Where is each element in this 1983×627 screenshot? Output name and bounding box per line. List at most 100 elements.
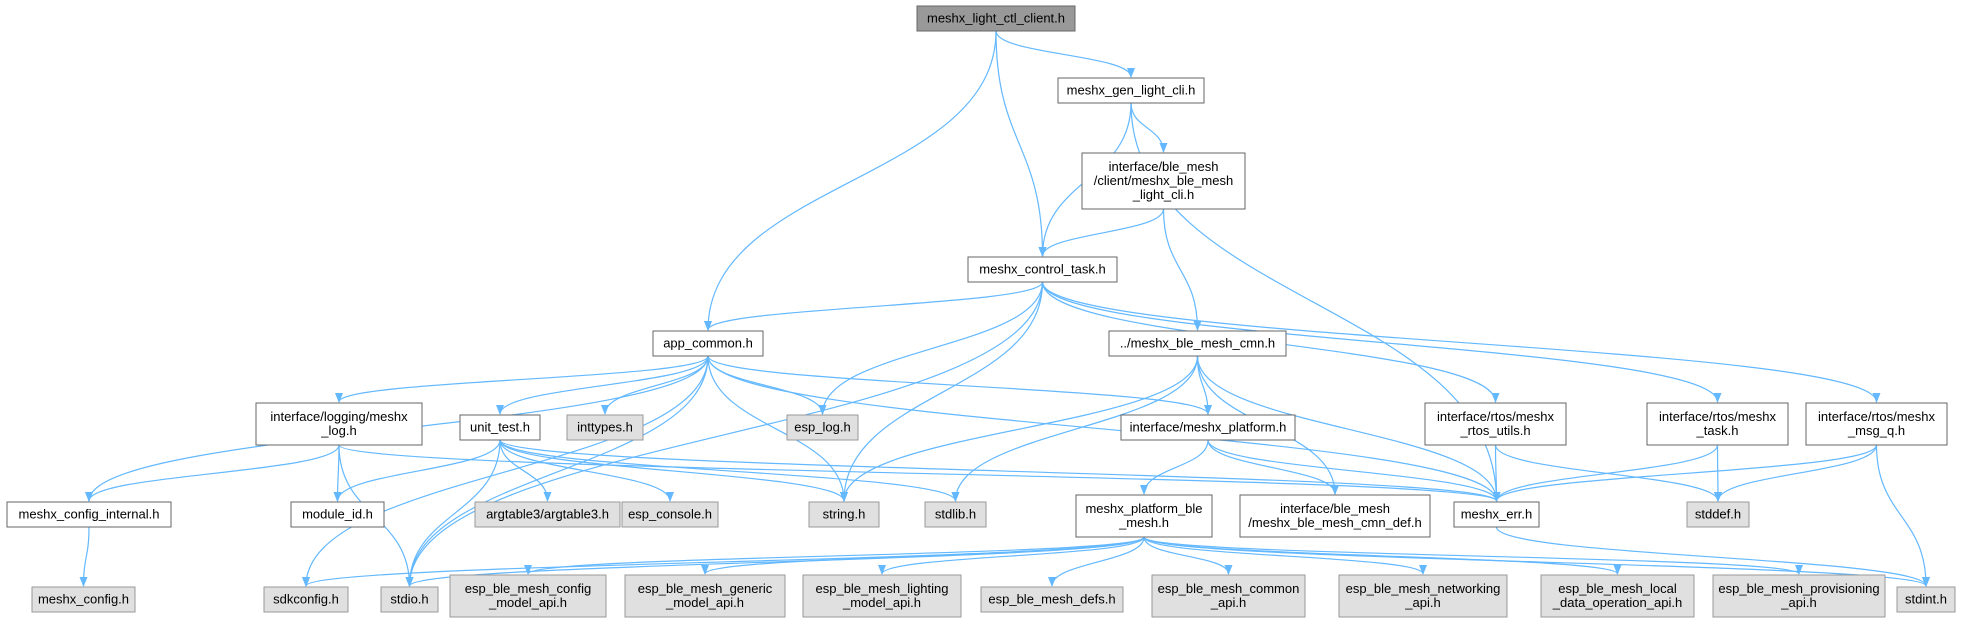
file-node-box [290, 501, 385, 528]
file-node-box [1075, 494, 1213, 538]
include-edge [499, 439, 1501, 502]
file-node-box [967, 256, 1118, 283]
file-node-box [1338, 574, 1508, 618]
include-edge [405, 355, 709, 587]
file-node-label: esp_ble_mesh_provisioning [1718, 581, 1879, 596]
file-node-stddef[interactable]: stddef.h [1686, 501, 1750, 528]
file-node-control-task[interactable]: meshx_control_task.h [967, 256, 1118, 283]
file-node-label: _mesh.h [1118, 515, 1169, 530]
file-node-cmn-def[interactable]: interface/ble_mesh/meshx_ble_mesh_cmn_de… [1239, 494, 1431, 538]
file-node-stdio[interactable]: stdio.h [380, 586, 439, 613]
file-node-label: stddef.h [1695, 507, 1741, 522]
file-node-label: _task.h [1696, 423, 1739, 438]
file-node-lighting-model[interactable]: esp_ble_mesh_lighting_model_api.h [802, 574, 962, 618]
file-node-label: ../meshx_ble_mesh_cmn.h [1120, 336, 1275, 351]
file-node-box [1540, 574, 1695, 618]
file-node-label: _log.h [320, 423, 356, 438]
file-node-generic-model[interactable]: esp_ble_mesh_generic_model_api.h [624, 574, 786, 618]
include-edge [85, 444, 340, 502]
file-node-box [1646, 402, 1789, 446]
include-edge [1207, 439, 1501, 502]
include-edge [878, 536, 1145, 575]
file-node-box [621, 501, 719, 528]
include-edge [1492, 444, 1719, 502]
file-node-box [474, 501, 621, 528]
include-edge [1048, 536, 1145, 587]
file-node-box [1108, 330, 1287, 357]
file-node-box [924, 501, 987, 528]
file-node-argtable3[interactable]: argtable3/argtable3.h [474, 501, 621, 528]
file-node-label: /meshx_ble_mesh_cmn_def.h [1248, 515, 1421, 530]
file-node-box [31, 586, 136, 613]
file-node-label: unit_test.h [470, 420, 530, 435]
include-edge [704, 30, 997, 331]
file-node-ble-light-cli[interactable]: interface/ble_mesh/client/meshx_ble_mesh… [1081, 152, 1246, 210]
file-node-box [1686, 501, 1750, 528]
include-edge [335, 355, 709, 403]
file-node-logging[interactable]: interface/logging/meshx_log.h [255, 402, 423, 446]
file-node-label: interface/rtos/meshx [1818, 409, 1936, 424]
file-node-rtos-utils[interactable]: interface/rtos/meshx_rtos_utils.h [1424, 402, 1567, 446]
file-node-stdlib[interactable]: stdlib.h [924, 501, 987, 528]
file-node-label: _model_api.h [665, 595, 744, 610]
file-node-label: esp_console.h [628, 507, 712, 522]
file-node-config-model[interactable]: esp_ble_mesh_config_model_api.h [449, 574, 607, 618]
file-node-esp-log[interactable]: esp_log.h [786, 414, 859, 441]
file-node-stdint[interactable]: stdint.h [1896, 586, 1956, 613]
include-edge [499, 439, 848, 502]
file-node-defs[interactable]: esp_ble_mesh_defs.h [980, 586, 1124, 613]
file-node-box [263, 586, 349, 613]
file-node-label: _model_api.h [842, 595, 921, 610]
file-node-esp-console[interactable]: esp_console.h [621, 501, 719, 528]
file-node-label: _light_cli.h [1132, 187, 1194, 202]
file-node-config-internal[interactable]: meshx_config_internal.h [6, 501, 172, 528]
file-node-msg-q[interactable]: interface/rtos/meshx_msg_q.h [1805, 402, 1948, 446]
file-node-box [459, 414, 541, 441]
file-node-label: _api.h [1404, 595, 1440, 610]
file-node-label: meshx_platform_ble [1085, 501, 1202, 516]
include-edge [601, 355, 709, 415]
file-node-label: _api.h [1210, 595, 1246, 610]
include-edge [840, 281, 1044, 502]
file-node-module-id[interactable]: module_id.h [290, 501, 385, 528]
file-node-label: _api.h [1780, 595, 1816, 610]
file-node-platform[interactable]: interface/meshx_platform.h [1120, 414, 1296, 441]
file-node-common-api[interactable]: esp_ble_mesh_common_api.h [1151, 574, 1306, 618]
file-node-gen-light-cli[interactable]: meshx_gen_light_cli.h [1057, 77, 1205, 104]
file-node-label: interface/meshx_platform.h [1130, 420, 1287, 435]
include-edge [1207, 439, 1339, 495]
file-node-local-data[interactable]: esp_ble_mesh_local_data_operation_api.h [1540, 574, 1695, 618]
file-node-meshx-config[interactable]: meshx_config.h [31, 586, 136, 613]
file-node-label: esp_ble_mesh_common [1158, 581, 1300, 596]
file-node-networking[interactable]: esp_ble_mesh_networking_api.h [1338, 574, 1508, 618]
file-node-label: esp_ble_mesh_generic [638, 581, 773, 596]
file-node-ble-mesh-cmn[interactable]: ../meshx_ble_mesh_cmn.h [1108, 330, 1287, 357]
file-node-box [1081, 152, 1246, 210]
file-node-label: _model_api.h [488, 595, 567, 610]
file-node-label: interface/ble_mesh [1280, 501, 1390, 516]
file-node-label: esp_ble_mesh_defs.h [988, 592, 1115, 607]
include-edge [1038, 208, 1165, 257]
include-edge [1162, 208, 1202, 331]
file-node-box [808, 501, 880, 528]
file-node-string[interactable]: string.h [808, 501, 880, 528]
file-node-unit-test[interactable]: unit_test.h [459, 414, 541, 441]
file-node-root[interactable]: meshx_light_ctl_client.h [916, 5, 1076, 32]
file-node-label: _data_operation_api.h [1552, 595, 1682, 610]
include-edge [707, 355, 1212, 415]
file-node-label: interface/rtos/meshx [1659, 409, 1777, 424]
include-edge [707, 355, 1501, 502]
file-node-box [1805, 402, 1948, 446]
file-node-label: /client/meshx_ble_mesh [1094, 173, 1233, 188]
file-node-sdkconfig[interactable]: sdkconfig.h [263, 586, 349, 613]
file-node-meshx-err[interactable]: meshx_err.h [1453, 501, 1540, 528]
file-node-rtos-task[interactable]: interface/rtos/meshx_task.h [1646, 402, 1789, 446]
file-node-inttypes[interactable]: inttypes.h [566, 414, 644, 441]
file-node-box [449, 574, 607, 618]
include-edge [1140, 439, 1209, 495]
file-node-platform-ble[interactable]: meshx_platform_ble_mesh.h [1075, 494, 1213, 538]
include-edge [1041, 281, 1881, 403]
file-node-app-common[interactable]: app_common.h [652, 330, 764, 357]
file-node-provisioning[interactable]: esp_ble_mesh_provisioning_api.h [1712, 574, 1886, 618]
file-node-label: esp_log.h [794, 420, 850, 435]
